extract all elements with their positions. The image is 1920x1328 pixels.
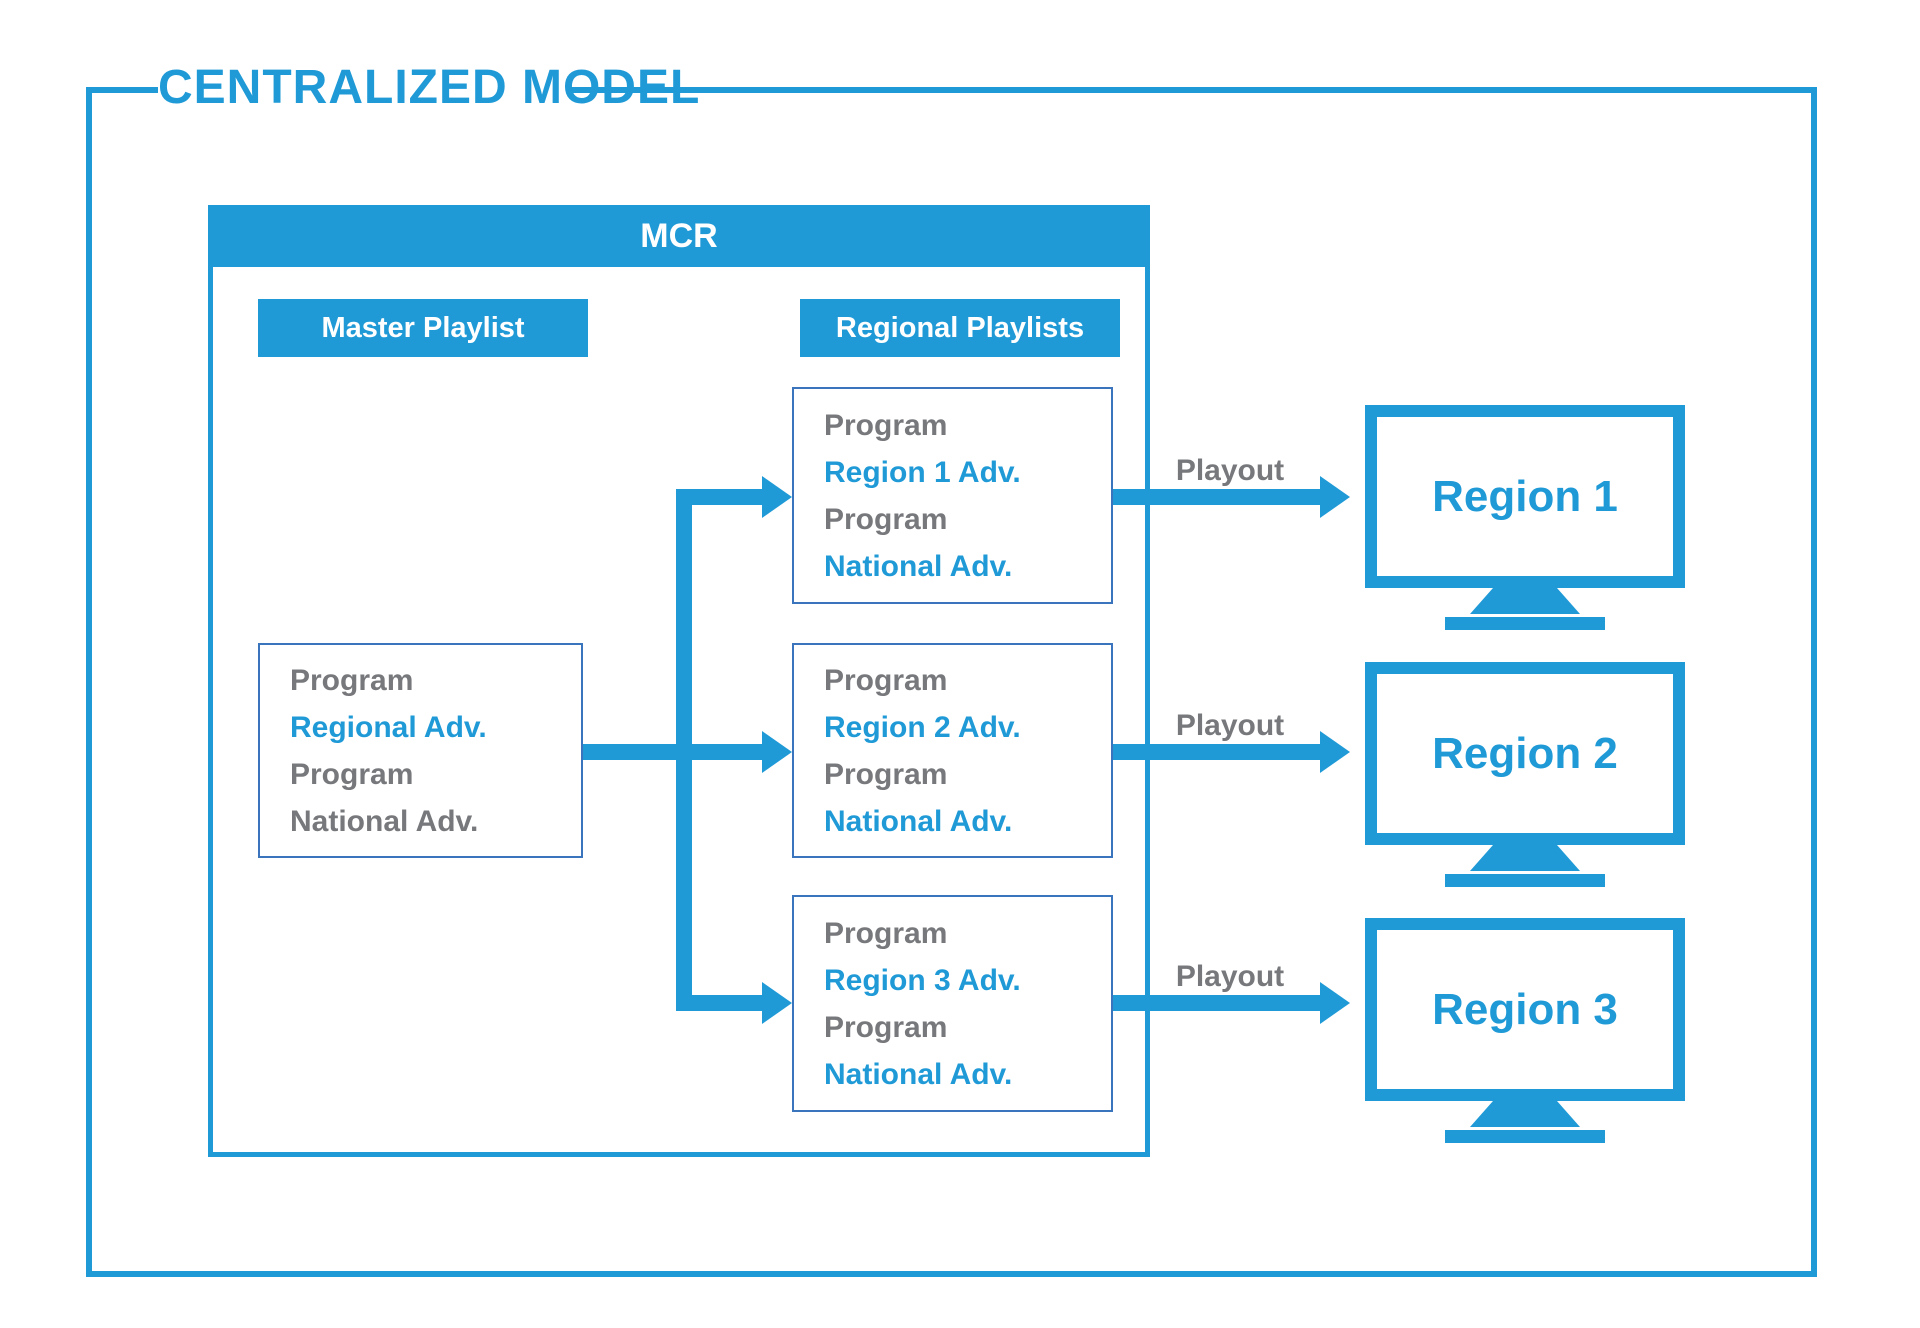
title-border-gap — [158, 80, 570, 100]
arrowhead-icon — [762, 476, 792, 518]
playlist-line: National Adv. — [290, 804, 479, 838]
playout-arrow-line-region3 — [1113, 995, 1320, 1011]
branch-arrow-line-region3 — [676, 995, 762, 1011]
playout-arrow-line-region2 — [1113, 744, 1320, 760]
arrowhead-icon — [1320, 731, 1350, 773]
regional-playlist-box-2: Program Region 2 Adv. Program National A… — [792, 643, 1113, 858]
monitor-stand-icon — [1470, 845, 1580, 871]
regional-playlist-box-1: Program Region 1 Adv. Program National A… — [792, 387, 1113, 604]
playlist-line: Program — [824, 663, 948, 697]
playlist-line: Program — [290, 663, 414, 697]
arrowhead-icon — [762, 731, 792, 773]
playlist-line: Program — [824, 916, 948, 950]
region-name: Region 2 — [1432, 728, 1618, 778]
playlist-line: National Adv. — [824, 549, 1013, 583]
playout-arrow-line-region1 — [1113, 489, 1320, 505]
arrowhead-icon — [1320, 982, 1350, 1024]
monitor-stand-icon — [1470, 1101, 1580, 1127]
regional-playlists-label: Regional Playlists — [800, 299, 1120, 357]
arrowhead-icon — [762, 982, 792, 1024]
playlist-line: Program — [824, 1010, 948, 1044]
region-name: Region 1 — [1432, 471, 1618, 521]
diagram-title: CENTRALIZED MODEL — [158, 61, 701, 114]
regional-playlist-box-3: Program Region 3 Adv. Program National A… — [792, 895, 1113, 1112]
playout-label-region2: Playout — [1175, 709, 1285, 742]
playlist-line: Program — [824, 408, 948, 442]
region-name: Region 3 — [1432, 984, 1618, 1034]
monitor-icon-region2: Region 2 — [1365, 662, 1685, 845]
monitor-stand-icon — [1470, 588, 1580, 614]
playout-label-region3: Playout — [1175, 960, 1285, 993]
outer-frame — [86, 87, 1817, 1277]
monitor-base-icon — [1445, 1130, 1605, 1143]
playlist-line: Region 3 Adv. — [824, 963, 1021, 997]
master-playlist-label: Master Playlist — [258, 299, 588, 357]
monitor-icon-region1: Region 1 — [1365, 405, 1685, 588]
monitor-base-icon — [1445, 617, 1605, 630]
master-to-region2-arrow-line — [583, 744, 762, 760]
monitor-base-icon — [1445, 874, 1605, 887]
arrowhead-icon — [1320, 476, 1350, 518]
playlist-line: Region 1 Adv. — [824, 455, 1021, 489]
playlist-line: Region 2 Adv. — [824, 710, 1021, 744]
playlist-line: National Adv. — [824, 1057, 1013, 1091]
master-playlist-box: Program Regional Adv. Program National A… — [258, 643, 583, 858]
playlist-line: Regional Adv. — [290, 710, 487, 744]
playlist-line: Program — [824, 502, 948, 536]
mcr-header: MCR — [208, 205, 1150, 267]
monitor-icon-region3: Region 3 — [1365, 918, 1685, 1101]
playlist-line: National Adv. — [824, 804, 1013, 838]
playlist-line: Program — [290, 757, 414, 791]
playout-label-region1: Playout — [1175, 454, 1285, 487]
playlist-line: Program — [824, 757, 948, 791]
branch-arrow-line-region1 — [676, 489, 762, 505]
